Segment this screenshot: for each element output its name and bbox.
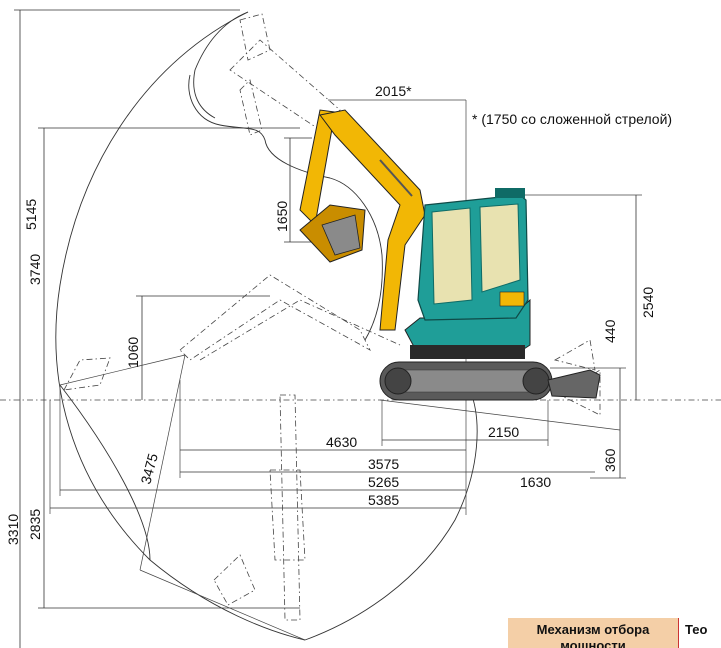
horizontal-dimension-lines xyxy=(49,99,595,515)
dim-3575: 3575 xyxy=(368,456,399,472)
spec-table-header: Механизм отбора мощности Тео xyxy=(508,618,721,648)
dim-3310: 3310 xyxy=(5,514,21,545)
dim-5145: 5145 xyxy=(23,199,39,230)
dimension-labels: 5145 3740 1650 2015* * (1750 со сложенно… xyxy=(5,83,672,545)
dim-3475: 3475 xyxy=(137,451,161,485)
dim-440: 440 xyxy=(602,319,618,343)
dim-5265: 5265 xyxy=(368,474,399,490)
dim-3740: 3740 xyxy=(27,254,43,285)
dim-5385: 5385 xyxy=(368,492,399,508)
crawler-track xyxy=(379,361,553,401)
dim-1650: 1650 xyxy=(274,201,290,232)
table-header-pto: Механизм отбора мощности xyxy=(508,618,678,648)
dim-4630: 4630 xyxy=(326,434,357,450)
dim-1630: 1630 xyxy=(520,474,551,490)
upper-structure-cab xyxy=(404,188,531,359)
dim-note: * (1750 со сложенной стрелой) xyxy=(472,111,672,127)
boom-arm xyxy=(299,109,426,331)
dozer-blade xyxy=(547,369,601,399)
vertical-dimension-lines xyxy=(14,9,312,648)
dim-2150: 2150 xyxy=(488,424,519,440)
ghost-arm-positions xyxy=(59,13,601,641)
dim-2015: 2015* xyxy=(375,83,412,99)
dim-2835: 2835 xyxy=(27,509,43,540)
dim-2540: 2540 xyxy=(640,287,656,318)
dim-360: 360 xyxy=(602,448,618,472)
right-dimension-lines xyxy=(379,194,642,479)
dim-1060: 1060 xyxy=(125,337,141,368)
table-header-theoretical: Тео xyxy=(678,618,721,648)
